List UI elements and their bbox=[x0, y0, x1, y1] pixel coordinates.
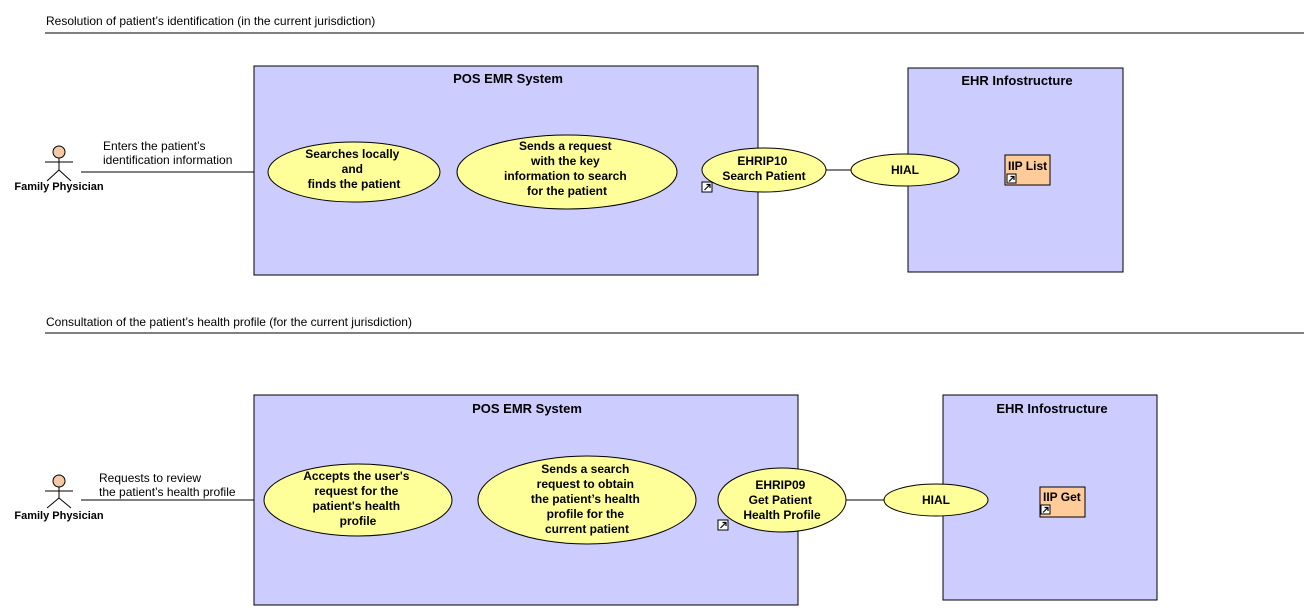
ehr-infostructure-title: EHR Infostructure bbox=[996, 401, 1107, 416]
use-case-ehrip10-label: EHRIP10 Search Patient bbox=[722, 154, 805, 183]
section-title: Consultation of the patient’s health pro… bbox=[46, 315, 412, 329]
use-case-send-search-request[interactable] bbox=[456, 134, 678, 210]
section-identification: Resolution of patient’s identification (… bbox=[14, 14, 1304, 276]
hial-label: HIAL bbox=[922, 493, 950, 507]
link-arrow-icon[interactable] bbox=[1040, 504, 1051, 515]
actor-label: Family Physician bbox=[14, 510, 104, 522]
pos-emr-system-title: POS EMR System bbox=[472, 401, 582, 416]
stick-figure-actor-icon[interactable] bbox=[45, 145, 73, 182]
section-title: Resolution of patient’s identification (… bbox=[46, 14, 375, 28]
hial-use-case[interactable] bbox=[883, 483, 989, 517]
use-case-search-locally[interactable] bbox=[267, 141, 441, 203]
use-case-send-search-request[interactable] bbox=[477, 455, 697, 545]
link-arrow-icon[interactable] bbox=[717, 519, 729, 531]
iip-list-component[interactable] bbox=[1004, 154, 1051, 186]
ehr-infostructure-title: EHR Infostructure bbox=[961, 73, 1072, 88]
use-case-accept-request[interactable] bbox=[263, 463, 453, 537]
iip-get-label: IIP Get bbox=[1043, 490, 1081, 504]
use-case-send-search-request-label: Sends a search request to obtain the pat… bbox=[531, 462, 643, 536]
use-case-send-search-request-label: Sends a request with the key information… bbox=[504, 139, 630, 198]
use-case-accept-request-label: Accepts the user's request for the patie… bbox=[303, 469, 413, 528]
actor-label: Family Physician bbox=[14, 181, 104, 193]
use-case-ehrip09-label: EHRIP09 Get Patient Health Profile bbox=[743, 478, 821, 522]
use-case-ehrip09[interactable] bbox=[717, 467, 847, 533]
hial-label: HIAL bbox=[891, 163, 919, 177]
association-label: Enters the patient’s identification info… bbox=[103, 139, 232, 167]
link-arrow-icon[interactable] bbox=[701, 181, 713, 193]
use-case-search-locally-label: Searches locally and finds the patient bbox=[305, 147, 402, 191]
hial-use-case[interactable] bbox=[850, 153, 960, 187]
link-arrow-icon[interactable] bbox=[1006, 173, 1017, 184]
association-label: Requests to review the patient’s health … bbox=[99, 471, 236, 499]
use-case-ehrip10[interactable] bbox=[701, 147, 827, 193]
iip-list-label: IIP List bbox=[1008, 159, 1047, 173]
pos-emr-system-title: POS EMR System bbox=[453, 71, 563, 86]
stick-figure-actor-icon[interactable] bbox=[45, 474, 73, 509]
section-health-profile: Consultation of the patient’s health pro… bbox=[14, 315, 1304, 606]
